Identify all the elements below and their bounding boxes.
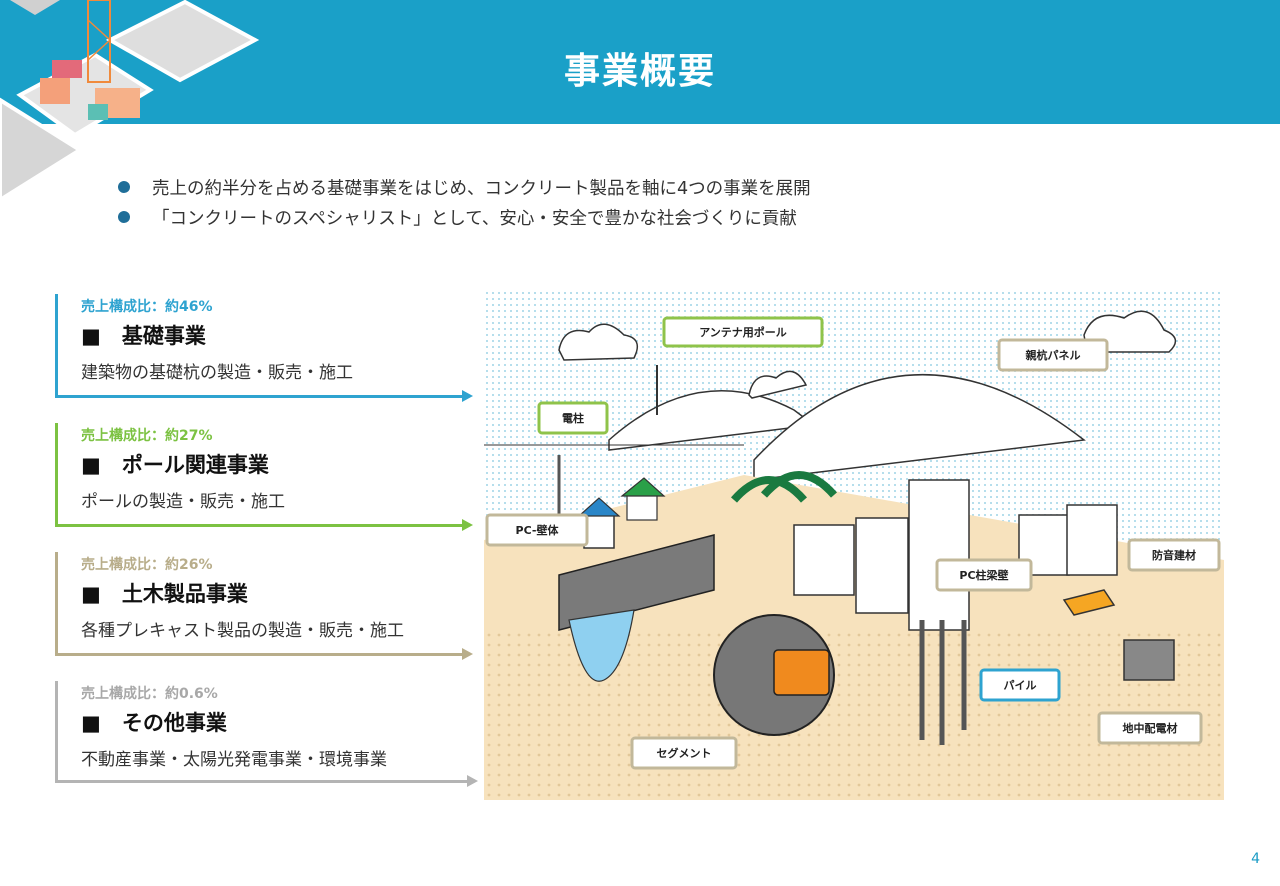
- segment-arrow: [55, 519, 473, 531]
- building: [1066, 504, 1118, 576]
- mountain: [608, 390, 816, 451]
- label-text: PC柱梁壁: [959, 568, 1008, 582]
- label-text: PC-壁体: [516, 523, 560, 537]
- label-pile-panel: 親杭パネル: [997, 338, 1109, 372]
- segment-line: [55, 552, 58, 656]
- bullet-dot-icon: [118, 181, 130, 193]
- segment-desc: 各種プレキャスト製品の製造・販売・施工: [81, 621, 404, 641]
- segment-arrow: [55, 648, 473, 660]
- segment-desc: ポールの製造・販売・施工: [81, 492, 285, 512]
- segment-line: [55, 294, 58, 398]
- building: [793, 524, 855, 596]
- label-text: セグメント: [657, 746, 712, 760]
- bullet-text: 「コンクリートのスペシャリスト」として、安心・安全で豊かな社会づくりに貢献: [152, 208, 797, 229]
- mountain: [753, 373, 1086, 481]
- segment-ratio: 売上構成比：約0.6%: [81, 686, 218, 702]
- label-text: 電柱: [562, 411, 584, 425]
- bullet-text: 売上の約半分を占める基礎事業をはじめ、コンクリート製品を軸に4つの事業を展開: [152, 178, 811, 199]
- building: [1018, 514, 1070, 576]
- label-text: アンテナ用ポール: [699, 325, 787, 339]
- page-number: 4: [1251, 851, 1260, 867]
- bridge-arch: [730, 476, 808, 503]
- segment-line: [55, 681, 58, 783]
- iso-tile: [10, 0, 60, 15]
- segment-underline: [55, 775, 478, 787]
- segment-ratio: 売上構成比：約46%: [81, 299, 213, 315]
- segment-title: ■ 基礎事業: [81, 324, 206, 348]
- label-pile: パイル: [979, 668, 1061, 702]
- label-underground: 地中配電材: [1097, 711, 1203, 745]
- segment-desc: 不動産事業・太陽光発電事業・環境事業: [81, 750, 387, 770]
- label-pc-column-beam: PC柱梁壁: [935, 558, 1033, 592]
- bullet-list: 売上の約半分を占める基礎事業をはじめ、コンクリート製品を軸に4つの事業を展開 「…: [118, 172, 811, 232]
- bullet-item: 売上の約半分を占める基礎事業をはじめ、コンクリート製品を軸に4つの事業を展開: [118, 172, 811, 202]
- cloud-icon: [748, 370, 808, 399]
- iso-tile: [105, 0, 260, 83]
- pc-wall-structure: [558, 534, 715, 631]
- waterfall: [568, 609, 635, 682]
- label-segment: セグメント: [630, 736, 738, 770]
- underground-device: [1123, 639, 1175, 681]
- label-pc-wall: PC-壁体: [485, 513, 589, 547]
- bullet-item: 「コンクリートのスペシャリスト」として、安心・安全で豊かな社会づくりに貢献: [118, 202, 811, 232]
- segment-arrow: [55, 390, 473, 402]
- segment-title: ■ ポール関連事業: [81, 453, 269, 477]
- label-text: 地中配電材: [1123, 721, 1178, 735]
- label-utility-pole: 電柱: [537, 401, 609, 435]
- label-antenna-pole: アンテナ用ポール: [662, 316, 824, 348]
- segment-desc: 建築物の基礎杭の製造・販売・施工: [81, 363, 353, 383]
- label-text: パイル: [1004, 679, 1037, 692]
- iso-tile: [0, 97, 84, 203]
- bullet-dot-icon: [118, 211, 130, 223]
- building: [908, 479, 970, 631]
- segment-ratio: 売上構成比：約27%: [81, 428, 213, 444]
- label-soundproof: 防音建材: [1127, 538, 1221, 572]
- building: [855, 517, 909, 614]
- train-icon: [773, 649, 830, 696]
- segment-civil: 売上構成比：約26% ■ 土木製品事業 各種プレキャスト製品の製造・販売・施工: [55, 552, 473, 660]
- page-title: 事業概要: [563, 51, 716, 92]
- house-icon: [626, 494, 658, 521]
- segment-pole: 売上構成比：約27% ■ ポール関連事業 ポールの製造・販売・施工: [55, 423, 473, 531]
- segment-ratio: 売上構成比：約26%: [81, 557, 213, 573]
- cloud-icon: [558, 323, 639, 361]
- label-text: 防音建材: [1152, 548, 1196, 562]
- corner-decoration: [0, 0, 260, 203]
- label-text: 親杭パネル: [1026, 348, 1081, 362]
- segment-title: ■ 土木製品事業: [81, 582, 248, 606]
- container-icon: [40, 78, 70, 104]
- segment-line: [55, 423, 58, 527]
- segment-title: ■ その他事業: [81, 711, 227, 735]
- car-icon: [1062, 589, 1116, 616]
- segment-foundation: 売上構成比：約46% ■ 基礎事業 建築物の基礎杭の製造・販売・施工: [55, 294, 473, 402]
- segment-other: 売上構成比：約0.6% ■ その他事業 不動産事業・太陽光発電事業・環境事業: [55, 681, 478, 787]
- infrastructure-illustration: アンテナ用ポール 親杭パネル 電柱 PC-壁体 防音建材 PC柱梁壁 パイル 地…: [484, 290, 1224, 800]
